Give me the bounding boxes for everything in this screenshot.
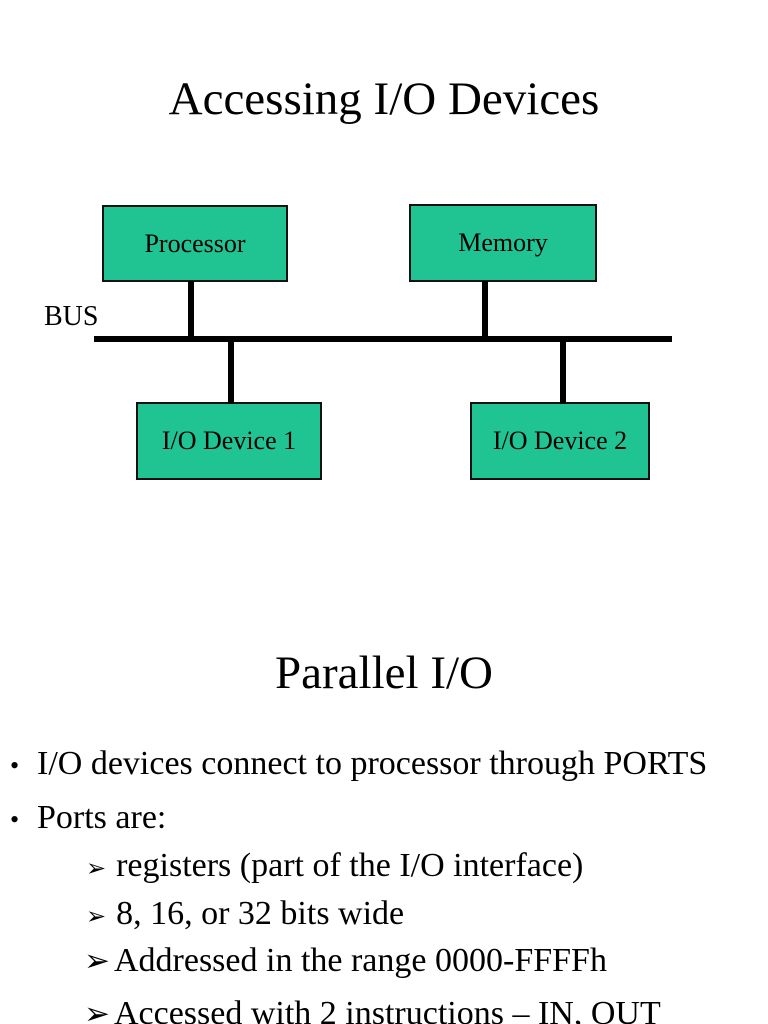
arrow-bullet-icon: ➢ [86,854,107,882]
sub-bullet-text: Addressed in the range 0000-FFFFh [113,942,607,979]
io-device-1-box: I/O Device 1 [136,402,322,480]
io-device-2-label: I/O Device 2 [492,426,628,455]
arrow-bullet-icon: ➢ [84,943,110,979]
processor-bus-connector [188,281,194,338]
arrow-bullet-icon: ➢ [84,996,110,1024]
sub-bullet-item: ➢ Accessed with 2 instructions – IN, OUT [84,994,661,1024]
sub-bullet-item: ➢ registers (part of the I/O interface) [86,846,583,885]
slide1-title: Accessing I/O Devices [168,73,600,125]
memory-label: Memory [458,228,548,257]
sub-bullet-item: ➢ Addressed in the range 0000-FFFFh [84,941,607,980]
memory-box: Memory [409,204,597,282]
sub-bullet-text: 8, 16, or 32 bits wide [116,895,405,932]
processor-box: Processor [102,205,288,282]
processor-label: Processor [144,228,246,258]
dot-bullet-icon: • [10,805,20,834]
sub-bullet-item: ➢ 8, 16, or 32 bits wide [86,894,404,933]
sub-bullet-text: registers (part of the I/O interface) [116,847,584,884]
bus-line [94,336,672,342]
bullet-item: • Ports are: [10,798,166,837]
dot-bullet-icon: • [10,751,20,780]
bus-label: BUS [44,301,99,332]
slide2-title: Parallel I/O [275,647,493,699]
memory-bus-connector [482,281,488,338]
io-device-1-label: I/O Device 1 [161,426,297,455]
bullet-text: I/O devices connect to processor through… [37,745,708,782]
io-device-1-bus-connector [228,340,234,404]
bullet-item: • I/O devices connect to processor throu… [10,744,707,783]
io-device-2-box: I/O Device 2 [470,402,650,480]
bullet-text: Ports are: [37,799,167,836]
arrow-bullet-icon: ➢ [86,902,107,930]
sub-bullet-text: Accessed with 2 instructions – IN, OUT [113,995,661,1024]
io-device-2-bus-connector [560,340,566,404]
